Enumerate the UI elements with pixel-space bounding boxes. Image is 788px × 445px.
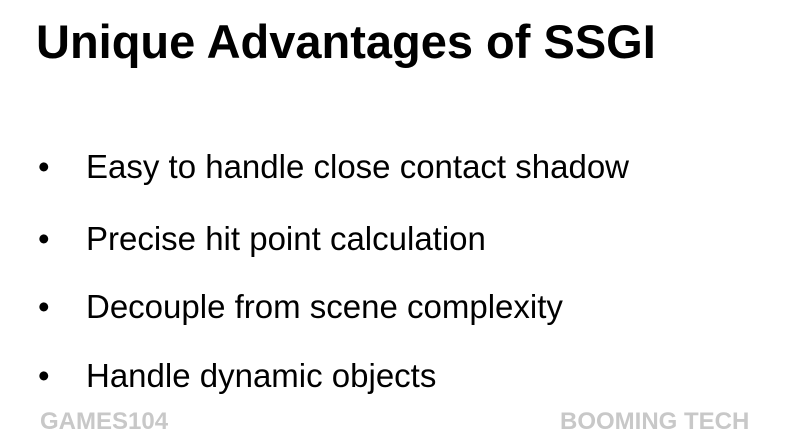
- bullet-text: Decouple from scene complexity: [86, 288, 563, 325]
- bullet-icon: •: [38, 148, 50, 185]
- bullet-item: • Precise hit point calculation: [38, 220, 486, 258]
- bullet-item: • Easy to handle close contact shadow: [38, 148, 629, 186]
- bullet-icon: •: [38, 220, 50, 257]
- bullet-text: Precise hit point calculation: [86, 220, 486, 257]
- bullet-item: • Decouple from scene complexity: [38, 288, 563, 326]
- bullet-icon: •: [38, 288, 50, 325]
- bullet-text: Handle dynamic objects: [86, 357, 437, 394]
- slide-title: Unique Advantages of SSGI: [36, 15, 656, 68]
- bullet-icon: •: [38, 357, 50, 394]
- watermark: GAMES104: [40, 408, 169, 435]
- watermark-logo: BOOMING TECH: [560, 408, 750, 435]
- bullet-text: Easy to handle close contact shadow: [86, 148, 630, 185]
- bullet-item: • Handle dynamic objects: [38, 357, 436, 395]
